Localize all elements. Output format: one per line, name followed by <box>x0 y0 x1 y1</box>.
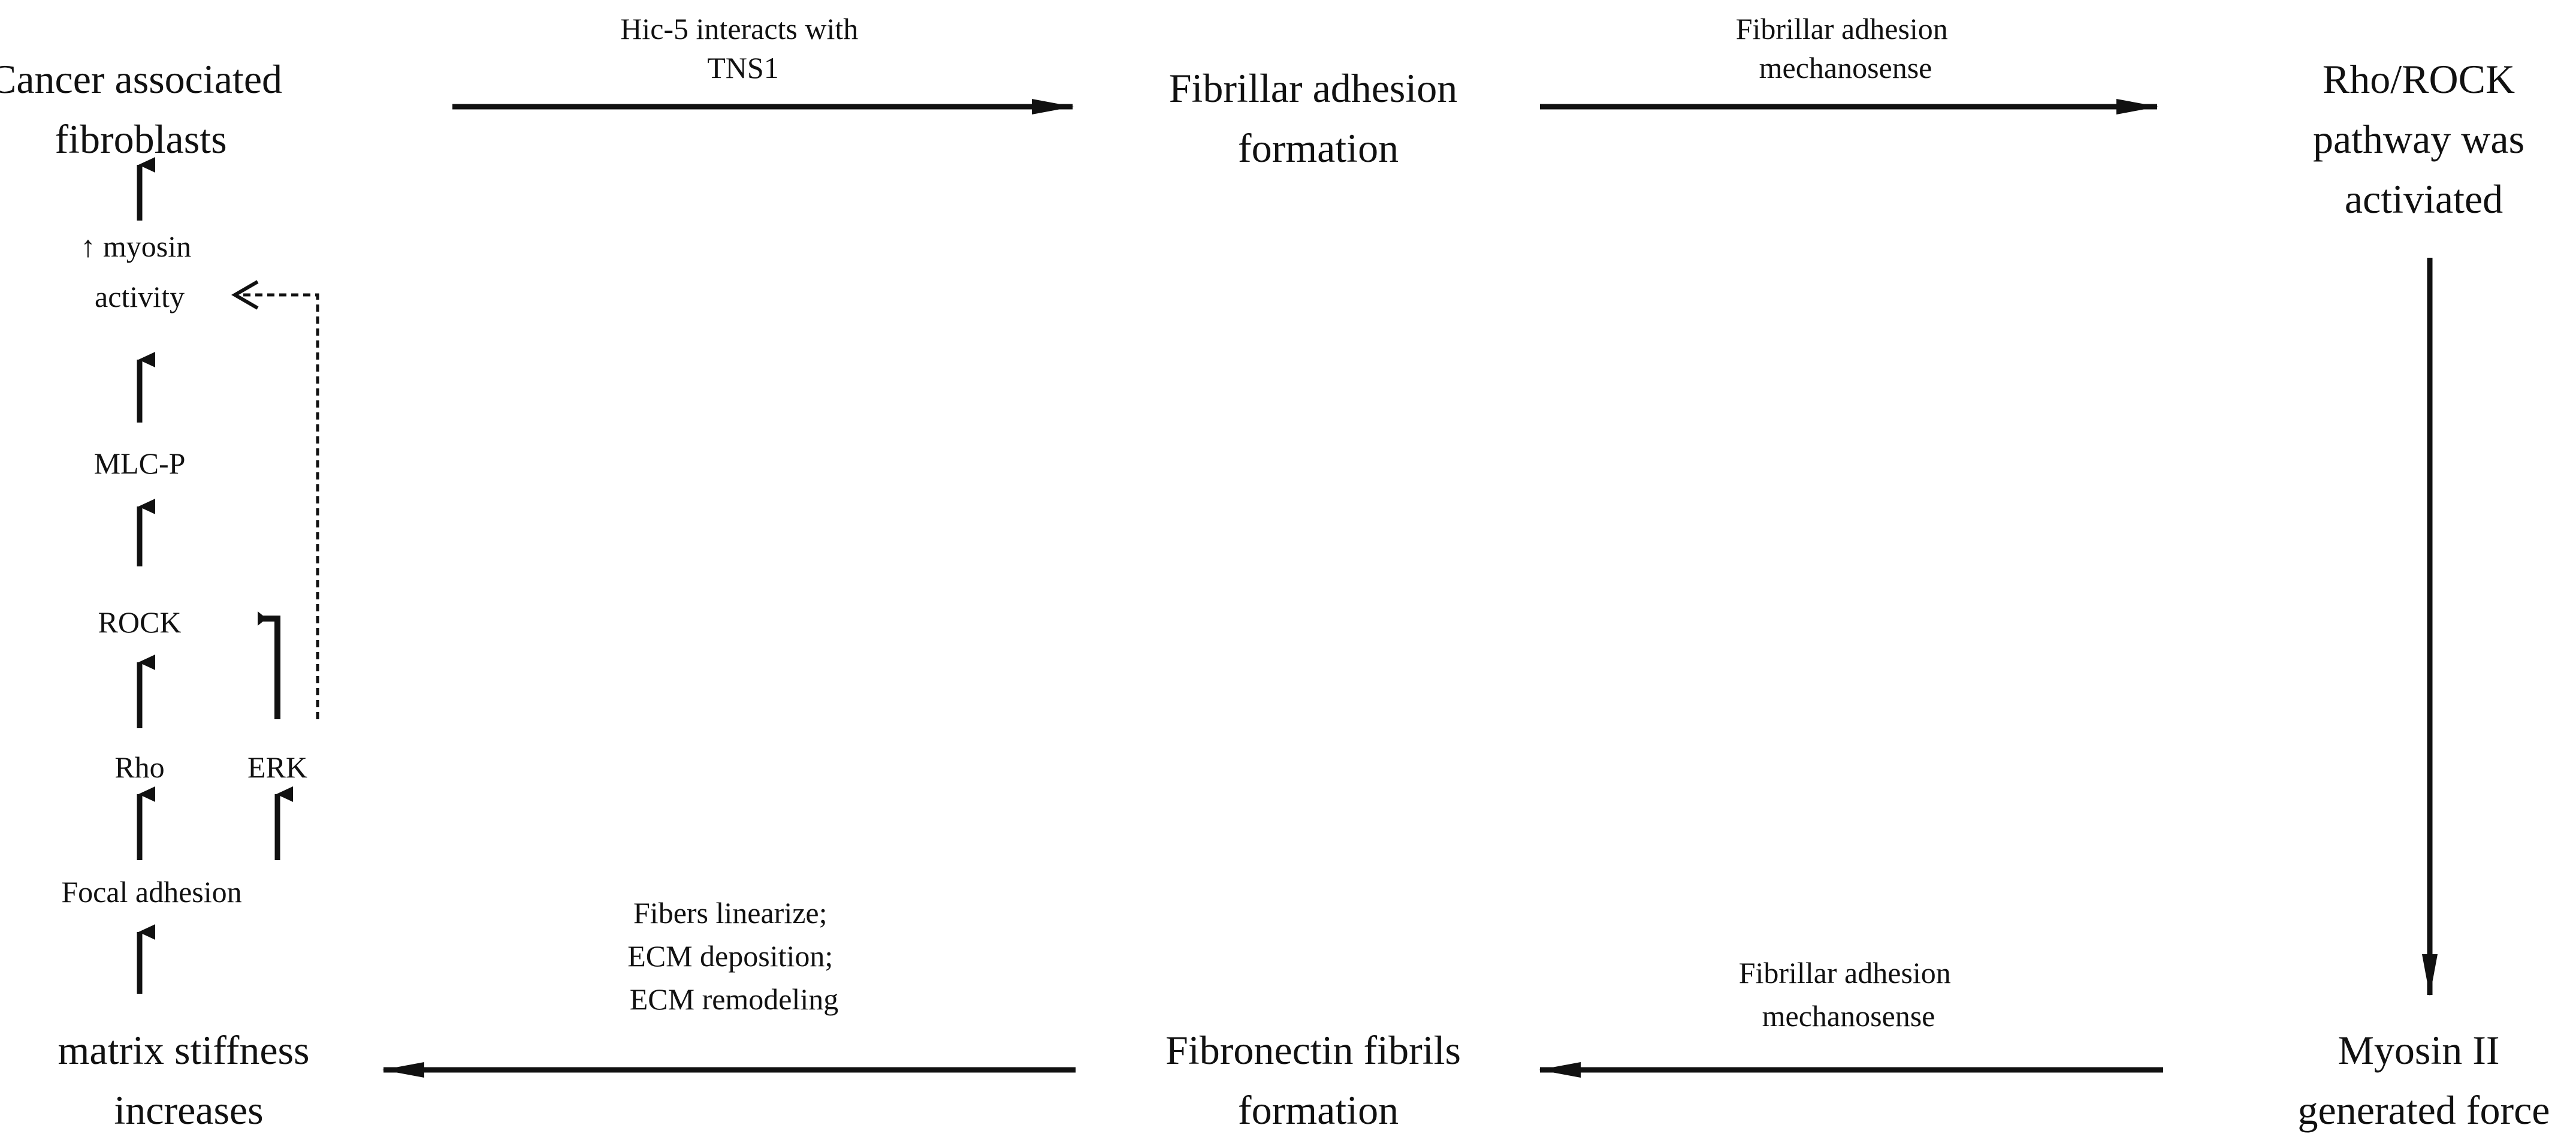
node-fibronectin-line-2: formation <box>1238 1087 1399 1133</box>
arrow-erk-to-rock <box>258 616 280 719</box>
arrow-erk-to-rock-head <box>258 611 267 626</box>
label-focal-adhesion: Focal adhesion <box>61 875 241 909</box>
dashed-arrow-erk-to-myosin-activity <box>237 293 319 719</box>
node-rho-rock-line-3: activiated <box>2345 176 2503 222</box>
label-rock: ROCK <box>98 605 182 639</box>
label-myosin-activity: ↑ myosin activity <box>80 230 198 313</box>
node-fibronectin-line-1: Fibronectin fibrils <box>1165 1027 1461 1073</box>
node-matrix-stiffness-increases: matrix stiffness increases <box>58 1027 320 1133</box>
label-mech-top-line-2: mechanosense <box>1759 51 1932 85</box>
label-fibers-line-3: ECM remodeling <box>630 982 839 1016</box>
label-fibers-ecm: Fibers linearize; ECM deposition; ECM re… <box>627 896 841 1016</box>
node-fibrillar-line-2: formation <box>1238 125 1399 171</box>
node-cancer-associated-fibroblasts: Cancer associated fibroblasts <box>0 56 292 162</box>
label-mechanosense-top: Fibrillar adhesion mechanosense <box>1736 12 1956 85</box>
node-matrix-line-2: increases <box>114 1087 263 1133</box>
label-mech-top-line-1: Fibrillar adhesion <box>1736 12 1948 46</box>
node-myosin-ii-line-2: generated force <box>2298 1087 2550 1133</box>
label-myosin-activity-line-2: activity <box>95 280 185 313</box>
label-mlc-p: MLC-P <box>94 447 186 480</box>
label-erk: ERK <box>247 750 307 784</box>
label-hic5-line-2: TNS1 <box>707 51 778 85</box>
dashed-arrow-erk-to-myosin-activity-head <box>231 280 259 310</box>
label-mech-bottom-line-2: mechanosense <box>1762 999 1935 1033</box>
node-myosin-ii-line-1: Myosin II <box>2338 1027 2499 1073</box>
label-hic5-line-1: Hic-5 interacts with <box>620 12 858 46</box>
label-hic5-interacts-tns1: Hic-5 interacts with TNS1 <box>620 12 866 85</box>
node-fibrillar-adhesion-formation: Fibrillar adhesion formation <box>1169 65 1468 171</box>
node-fibronectin-fibrils-formation: Fibronectin fibrils formation <box>1165 1027 1471 1133</box>
label-mechanosense-bottom: Fibrillar adhesion mechanosense <box>1739 956 1959 1033</box>
node-rho-rock-line-2: pathway was <box>2313 116 2524 162</box>
node-fibrillar-line-1: Fibrillar adhesion <box>1169 65 1458 111</box>
node-rho-rock-line-1: Rho/ROCK <box>2323 56 2515 102</box>
label-mech-bottom-line-1: Fibrillar adhesion <box>1739 956 1951 990</box>
label-rho: Rho <box>114 750 164 784</box>
node-caf-line-2: fibroblasts <box>55 116 227 162</box>
node-matrix-line-1: matrix stiffness <box>58 1027 310 1073</box>
label-fibers-line-1: Fibers linearize; <box>633 896 828 930</box>
label-myosin-activity-line-1: ↑ myosin <box>80 230 191 263</box>
node-rho-rock-pathway: Rho/ROCK pathway was activiated <box>2313 56 2535 222</box>
node-caf-line-1: Cancer associated <box>0 56 282 102</box>
node-myosin-ii-generated-force: Myosin II generated force <box>2298 1027 2550 1133</box>
label-fibers-line-2: ECM deposition; <box>627 939 833 973</box>
